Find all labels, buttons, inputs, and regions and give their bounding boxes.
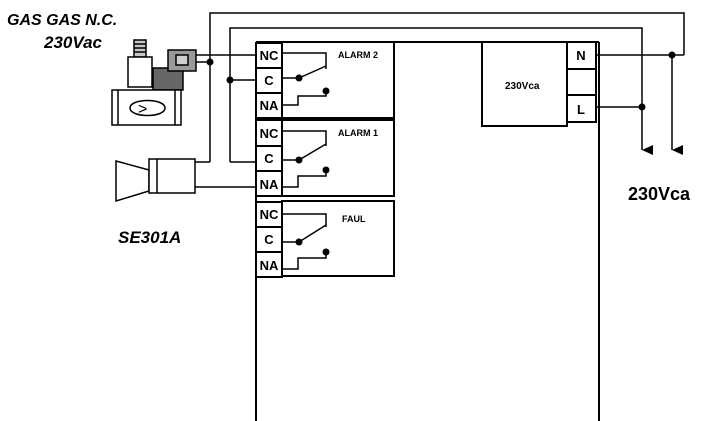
- terminal-nc: NC: [260, 48, 279, 63]
- terminal-block-alarm-1: NC C NA: [255, 119, 283, 197]
- terminal-nc: NC: [260, 207, 279, 222]
- terminal-l: L: [577, 102, 585, 117]
- wiring: [195, 12, 685, 188]
- terminal-block-fault: NC C NA: [255, 201, 283, 278]
- supply-voltage-label: 230Vca: [628, 184, 691, 204]
- terminal-c: C: [264, 151, 274, 166]
- terminal-nc: NC: [260, 126, 279, 141]
- terminal-c: C: [264, 73, 274, 88]
- relay-alarm-2: ALARM 2: [281, 41, 395, 119]
- controller-enclosure: [255, 41, 600, 421]
- terminal-c: C: [264, 232, 274, 247]
- relay-title: ALARM 2: [338, 50, 378, 60]
- valve-label-line1: GAS GAS N.C.: [7, 12, 117, 29]
- valve-flow-arrow: >: [138, 101, 147, 118]
- relay-alarm-1: ALARM 1: [281, 119, 395, 197]
- power-module: 230Vca N L: [481, 41, 597, 127]
- power-module-label: 230Vca: [505, 81, 540, 92]
- terminal-na: NA: [260, 258, 279, 273]
- valve-label-line2: 230Vac: [43, 33, 103, 52]
- relay-fault: FAUL: [281, 200, 395, 277]
- siren-icon: [115, 158, 196, 203]
- junction-dots: [206, 51, 676, 111]
- terminal-na: NA: [260, 98, 279, 113]
- gas-valve: >: [111, 39, 197, 126]
- terminal-na: NA: [260, 177, 279, 192]
- relay-title: ALARM 1: [338, 128, 378, 138]
- terminal-n: N: [576, 48, 585, 63]
- siren-label: SE301A: [118, 228, 181, 247]
- terminal-block-alarm-2: NC C NA: [255, 42, 283, 119]
- relay-title: FAUL: [342, 214, 366, 224]
